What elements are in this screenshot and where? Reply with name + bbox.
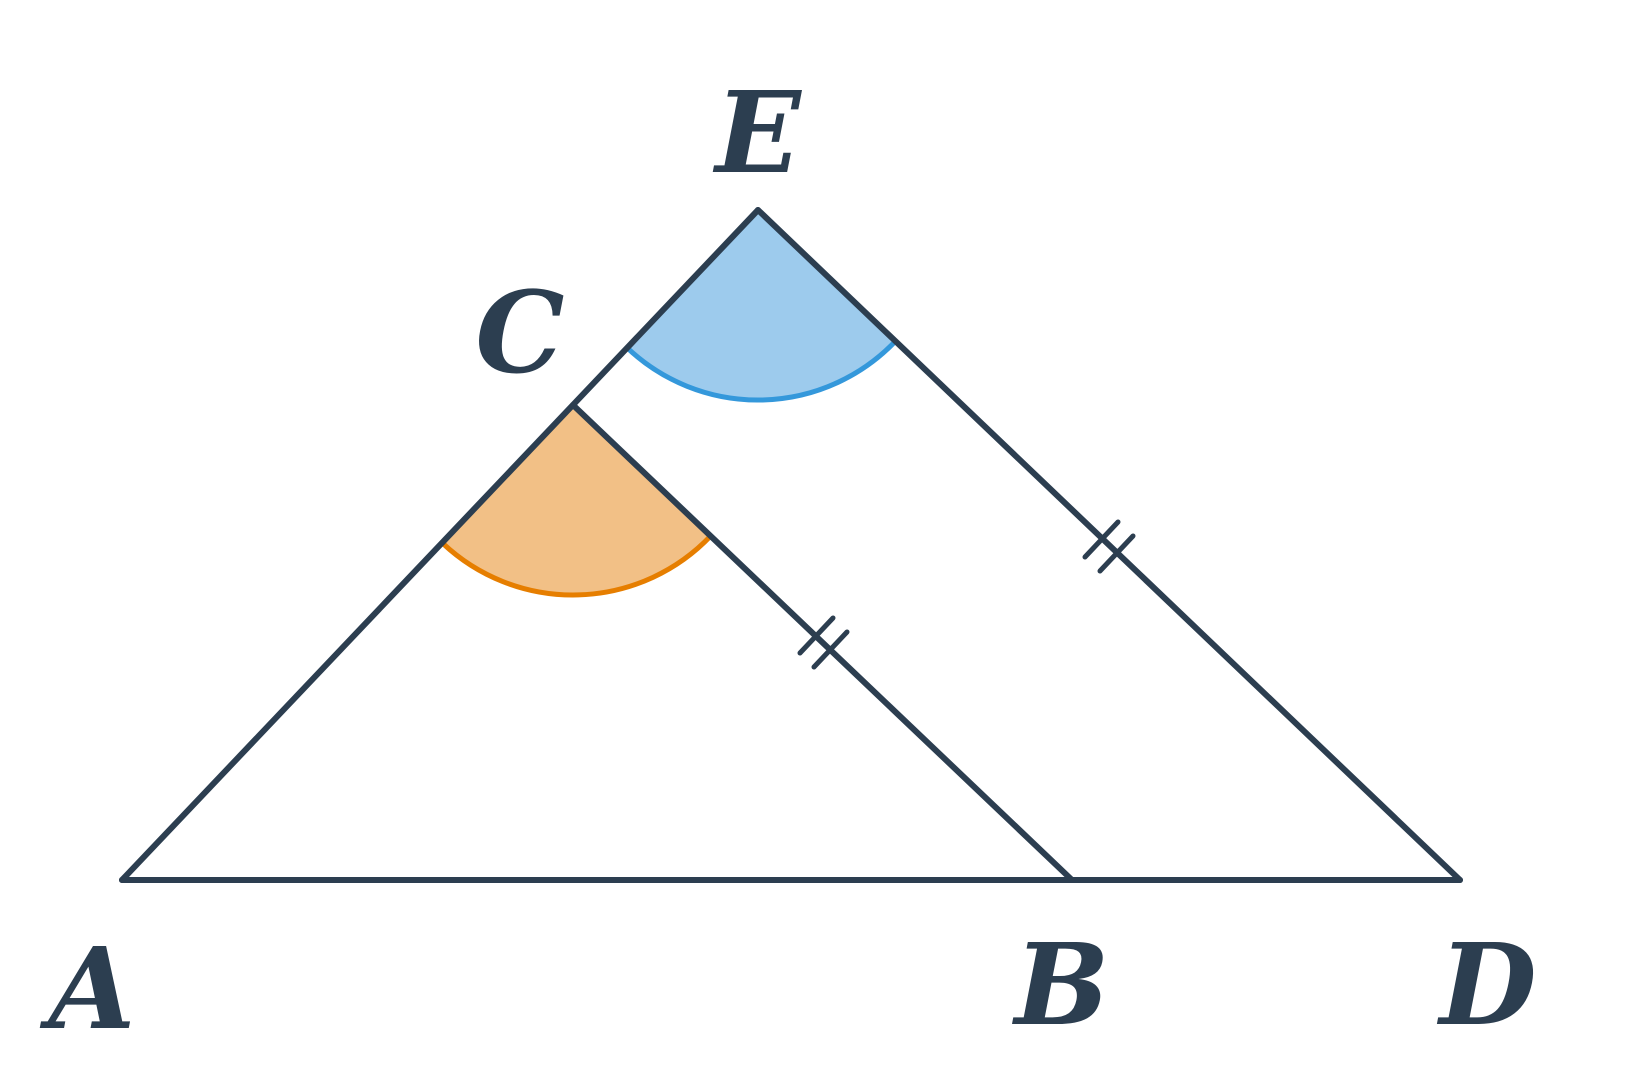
angle-e-sector — [627, 210, 896, 400]
point-label-b: B — [1012, 920, 1110, 1051]
tick-mark-e-d — [1082, 519, 1136, 574]
segment-e-d — [755, 207, 1463, 883]
tick-mark-c-b — [797, 615, 850, 670]
point-label-c: C — [475, 268, 564, 399]
segment-c-b — [570, 402, 1075, 883]
segment-a-e — [119, 207, 761, 883]
point-label-d: D — [1436, 920, 1536, 1051]
point-label-e: E — [712, 68, 802, 199]
angle-c-sector — [442, 405, 711, 595]
angle-c-arc — [441, 534, 713, 598]
point-label-a: A — [40, 924, 136, 1055]
angle-e-arc — [625, 339, 898, 403]
